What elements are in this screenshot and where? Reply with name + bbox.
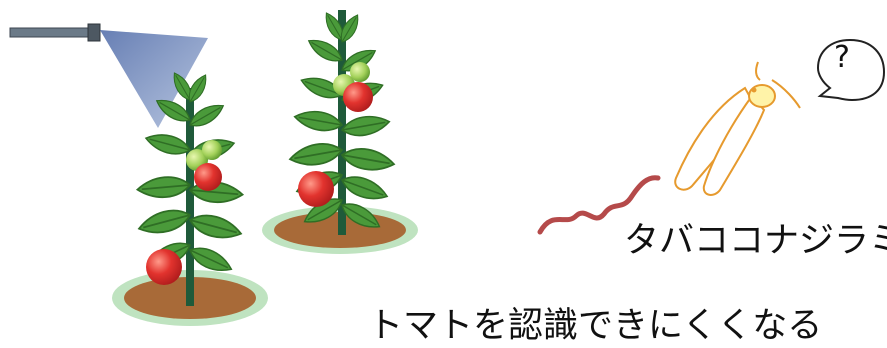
red-tomato [298, 171, 334, 207]
spray-cone [100, 30, 208, 128]
illustration-canvas [9, 9, 886, 326]
whitefly-label: タバココナジラミ [624, 221, 887, 261]
green-tomato [350, 62, 370, 82]
green-tomato [202, 140, 222, 160]
question-mark-icon: ? [834, 40, 850, 75]
tomato-plant-back [262, 9, 418, 254]
caption-text: トマトを認識できにくくなる [368, 306, 823, 346]
red-tomato [194, 163, 222, 191]
spray-nozzle [9, 23, 101, 42]
red-tomato [146, 249, 182, 285]
whitefly-icon [674, 61, 801, 196]
red-tomato [343, 82, 373, 112]
speech-bubble [816, 38, 886, 102]
tomato-plant-front [112, 69, 268, 326]
flight-trail [537, 175, 661, 235]
